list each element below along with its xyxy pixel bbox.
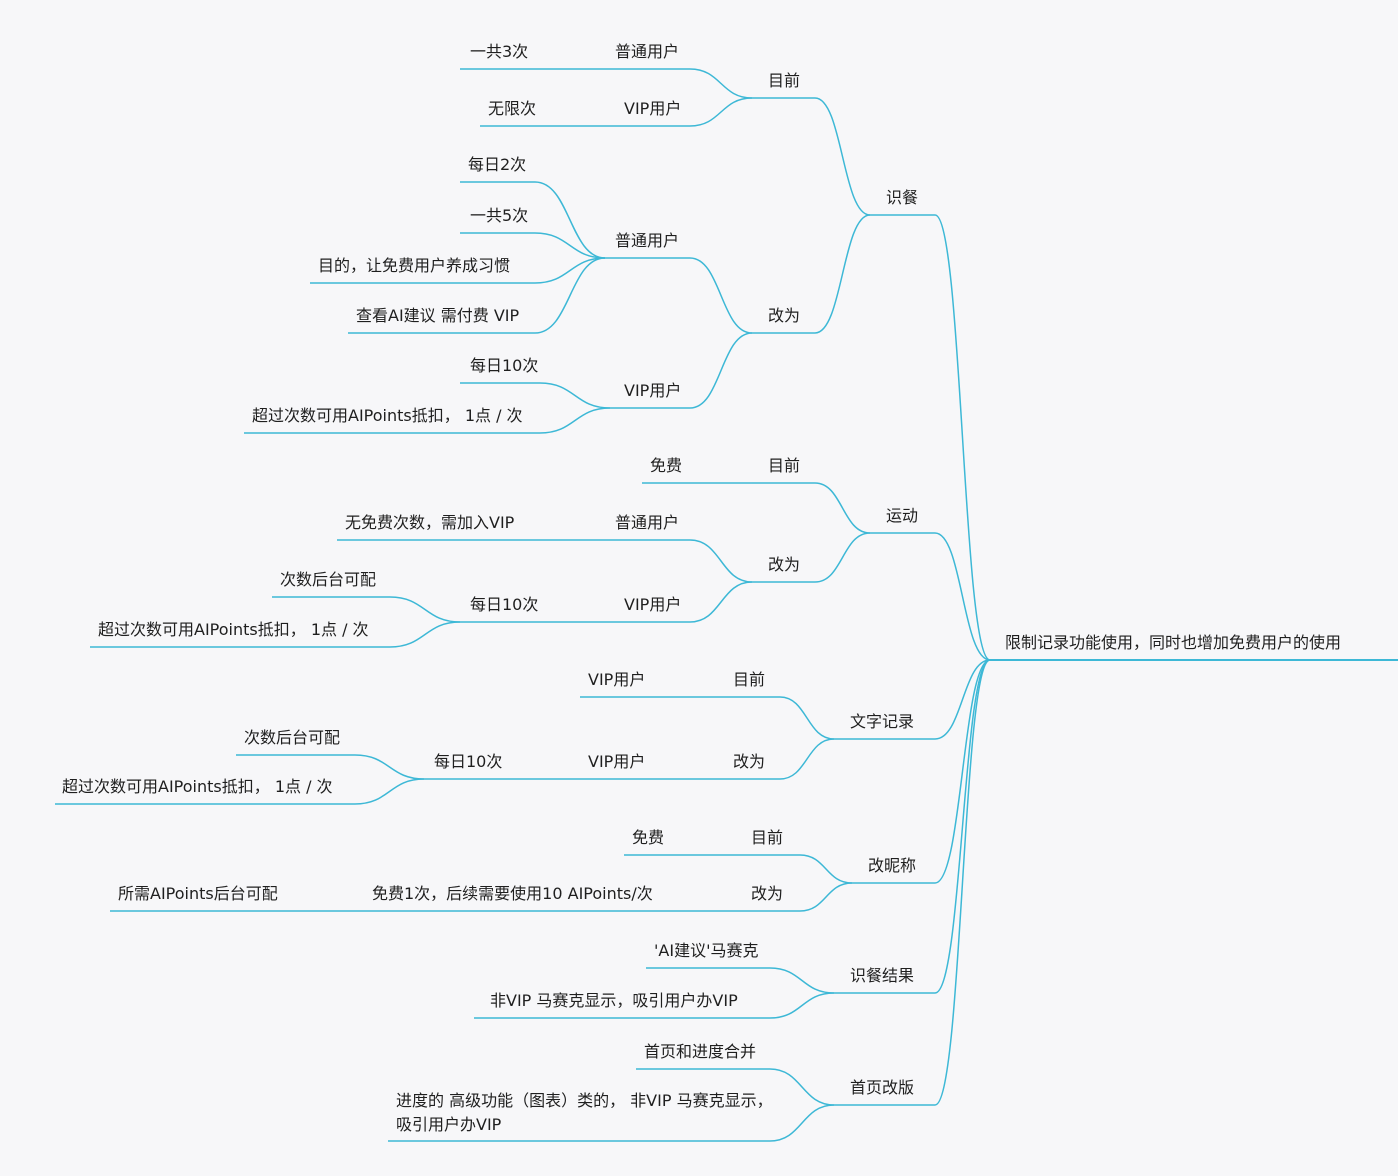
node-yundong-change-vip-connector [689,581,753,623]
node-shican-current-normal-3[interactable]: 一共3次 [470,42,529,61]
node-nickname-current-free[interactable]: 免费 [632,828,665,847]
node-shican-change-vip-points[interactable]: 超过次数可用AIPoints抵扣， 1点 / 次 [252,406,523,425]
node-yundong-change-vip-config[interactable]: 次数后台可配 [280,570,377,589]
node-yundong-change-normal[interactable]: 普通用户 [615,513,680,532]
node-shican-current-connector [814,97,871,216]
branch-shican-connector [934,214,991,661]
node-shican-change-connector [814,214,871,334]
node-shican-change[interactable]: 改为 [768,306,801,325]
node-nickname-current[interactable]: 目前 [751,828,784,847]
node-yundong-change-connector [814,532,871,583]
node-wenzi-current[interactable]: 目前 [733,670,766,689]
node-nickname-current-connector [799,854,853,884]
node-wenzi-change-vip-points[interactable]: 超过次数可用AIPoints抵扣， 1点 / 次 [62,777,333,796]
node-wenzi-change-vip-config[interactable]: 次数后台可配 [244,728,341,747]
node-shican-change-normal-purpose-connector [534,257,606,284]
node-yundong-change-normal-connector [689,539,753,583]
branch-meal-result-connector [934,659,991,994]
node-shican-change-vip-points-connector [539,407,611,434]
node-shican-change-vip[interactable]: VIP用户 [624,381,682,400]
node-meal-result-mosaic[interactable]: 'AI建议'马赛克 [654,941,759,960]
node-shican-current-vip-connector [689,97,753,127]
branch-nickname[interactable]: 改昵称 [868,856,917,875]
node-home-merge-connector [769,1068,835,1106]
node-home-advanced[interactable]: 进度的 高级功能（图表）类的， 非VIP 马赛克显示，吸引用户办VIP [396,1091,773,1134]
node-shican-change-normal-daily-connector [534,181,606,259]
node-yundong-change-vip-config-connector [389,596,461,623]
node-shican-change-vip-connector [689,332,753,409]
root-topic[interactable]: 限制记录功能使用，同时也增加免费用户的使用 [1005,633,1342,652]
node-shican-change-vip-daily[interactable]: 每日10次 [470,356,539,375]
node-yundong-change-vip-points[interactable]: 超过次数可用AIPoints抵扣， 1点 / 次 [98,620,369,639]
node-meal-result-nonvip[interactable]: 非VIP 马赛克显示，吸引用户办VIP [490,991,738,1010]
node-wenzi-change[interactable]: 改为 [733,752,766,771]
node-home-advanced-connector [769,1104,835,1142]
node-wenzi-change-vip[interactable]: VIP用户 [588,752,646,771]
node-shican-change-normal-total[interactable]: 一共5次 [470,206,529,225]
node-shican-change-normal-purpose[interactable]: 目的，让免费用户养成习惯 [318,256,511,275]
node-shican-change-normal-ai[interactable]: 查看AI建议 需付费 VIP [356,306,520,325]
node-wenzi-change-connector [779,738,835,780]
node-yundong-change-vip[interactable]: VIP用户 [624,595,682,614]
node-shican-current-normal-connector [689,68,753,99]
node-shican-change-normal[interactable]: 普通用户 [615,231,680,250]
branch-home[interactable]: 首页改版 [850,1078,915,1097]
node-shican-current-normal[interactable]: 普通用户 [615,42,680,61]
node-wenzi-current-vip[interactable]: VIP用户 [588,670,646,689]
node-yundong-change[interactable]: 改为 [768,555,801,574]
branch-meal-result[interactable]: 识餐结果 [850,966,915,985]
node-shican-change-normal-daily[interactable]: 每日2次 [468,155,527,174]
node-wenzi-change-vip-points-connector [354,778,425,805]
node-yundong-change-vip-points-connector [389,621,461,648]
branch-yundong[interactable]: 运动 [886,506,919,525]
node-shican-current-vip[interactable]: VIP用户 [624,99,682,118]
node-shican-change-normal-total-connector [534,232,606,259]
node-nickname-change-rule[interactable]: 免费1次，后续需要使用10 AIPoints/次 [372,884,653,903]
node-wenzi-change-vip-config-connector [354,754,425,780]
node-wenzi-current-connector [779,696,835,740]
node-yundong-current-connector [814,482,871,534]
node-shican-change-vip-daily-connector [539,382,611,409]
node-yundong-change-vip-daily[interactable]: 每日10次 [470,595,539,614]
node-yundong-current[interactable]: 目前 [768,456,801,475]
branch-wenzi[interactable]: 文字记录 [850,712,915,731]
node-shican-change-normal-ai-connector [534,257,606,334]
branch-home-connector [934,659,991,1106]
node-yundong-change-normal-none[interactable]: 无免费次数，需加入VIP [345,513,515,532]
node-nickname-change[interactable]: 改为 [751,884,784,903]
node-yundong-current-free[interactable]: 免费 [650,456,683,475]
node-wenzi-change-vip-daily[interactable]: 每日10次 [434,752,503,771]
branch-nickname-connector [934,659,991,884]
node-shican-current-vip-unlimited[interactable]: 无限次 [488,99,537,118]
node-shican-change-normal-connector [689,257,753,334]
branch-yundong-connector [934,532,991,661]
node-meal-result-mosaic-connector [769,967,835,994]
node-nickname-change-config[interactable]: 所需AIPoints后台可配 [118,884,278,903]
node-nickname-change-connector [799,882,853,912]
node-meal-result-nonvip-connector [769,992,835,1019]
node-shican-current[interactable]: 目前 [768,71,801,90]
branch-shican[interactable]: 识餐 [886,188,919,207]
node-home-merge[interactable]: 首页和进度合并 [644,1042,757,1061]
branch-wenzi-connector [934,659,991,740]
